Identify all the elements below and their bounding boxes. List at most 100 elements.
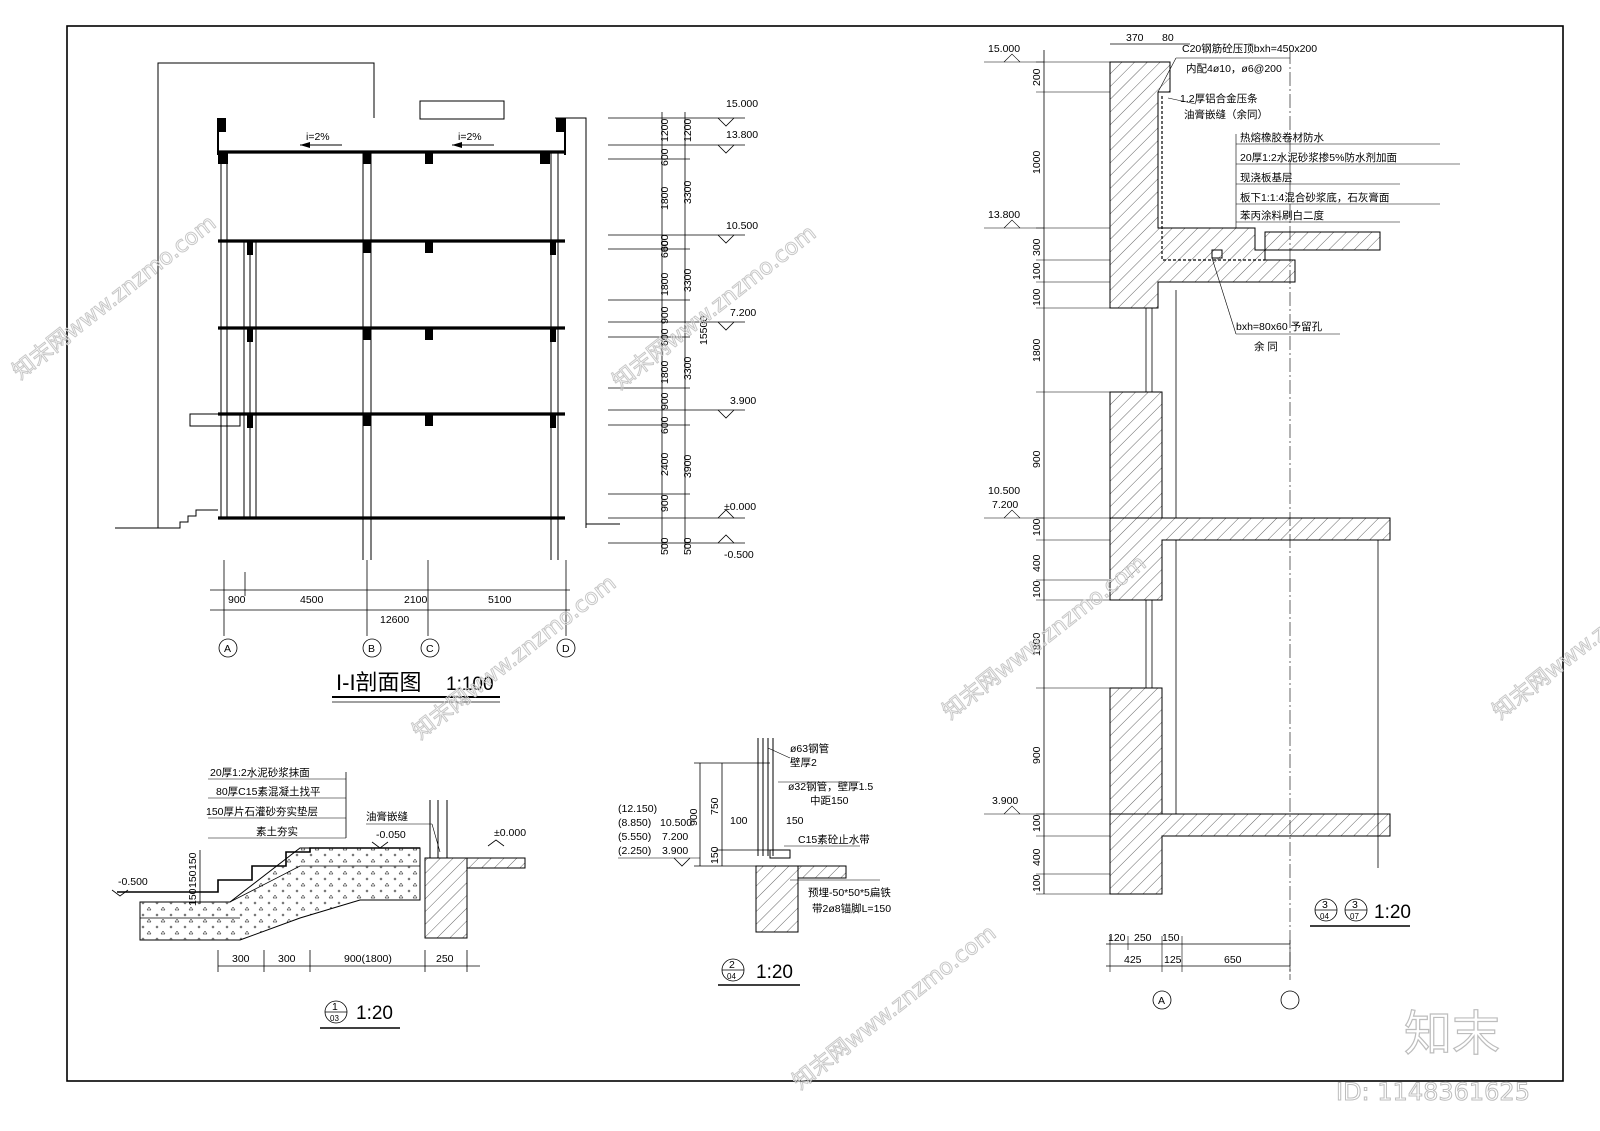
d3-note: 热熔橡胶卷材防水 xyxy=(1240,131,1324,144)
sec-dim-inner: 1200 xyxy=(659,118,671,142)
sec-dim-outer: 3300 xyxy=(682,356,694,380)
sec-dim-total: 15500 xyxy=(698,316,710,345)
d2-elev-right: 3.900 xyxy=(662,845,688,857)
section-slope-right: i=2% xyxy=(458,131,482,143)
d2-elev-right: 10.500 xyxy=(660,817,692,829)
d3-note: 油膏嵌缝（余同） xyxy=(1184,108,1268,121)
sec-dim-inner: 900 xyxy=(659,306,671,324)
d3-note: 1.2厚铝合金压条 xyxy=(1180,92,1258,105)
d2-elev-left: (8.850) xyxy=(618,817,651,829)
d3-vdim: 200 xyxy=(1031,68,1043,86)
d2-note: 预埋-50*50*5扁铁 xyxy=(808,886,891,899)
d1-tag-sheet: 03 xyxy=(330,1014,339,1023)
axis-B: B xyxy=(368,643,375,655)
d3-vdim: 100 xyxy=(1031,580,1043,598)
d3-vdim: 100 xyxy=(1031,874,1043,892)
sec-dim-outer: 1200 xyxy=(682,118,694,142)
d3-vdim: 400 xyxy=(1031,554,1043,572)
d3-note: bxh=80x60 予留孔 xyxy=(1236,320,1323,333)
watermark-site: 知末网www.znzmo.com xyxy=(8,211,221,385)
d2-note: C15素砼止水带 xyxy=(798,833,870,846)
d3-note: 内配4ø10，ø6@200 xyxy=(1186,62,1282,75)
d1-joint: 油膏嵌缝 xyxy=(366,810,408,823)
d2-elev-left: (2.250) xyxy=(618,845,651,857)
d3-note: 苯丙涂料刷白二度 xyxy=(1240,209,1324,222)
d2-elev-left: (12.150) xyxy=(618,803,657,815)
d3-tag-num: 3 xyxy=(1322,899,1328,911)
d2-dim: 900 xyxy=(688,808,700,826)
elev-0000: ±0.000 xyxy=(724,501,756,513)
d2-note: 壁厚2 xyxy=(790,756,817,769)
d1-dim: 300 xyxy=(232,953,250,965)
d3-bdim: 150 xyxy=(1162,932,1180,944)
sec-dim-bottom: 2100 xyxy=(404,594,428,606)
watermark-site: 知末网www.znzmo.com xyxy=(1488,551,1600,725)
d1-layer: 20厚1:2水泥砂浆抹面 xyxy=(210,766,310,779)
d3-bdim: 650 xyxy=(1224,954,1242,966)
sec-dim-inner: 1800 xyxy=(659,360,671,384)
d3-vdim: 400 xyxy=(1031,848,1043,866)
d3-elev: 10.500 xyxy=(988,485,1020,497)
sheet-border xyxy=(66,25,1564,1082)
d3-note: 板下1:1:4混合砂浆底，石灰膏面 xyxy=(1240,191,1389,204)
d3-note: C20钢筋砼压顶bxh=450x200 xyxy=(1182,42,1317,55)
d3-note: 现浇板基层 xyxy=(1240,171,1293,184)
d3-vdim: 100 xyxy=(1031,262,1043,280)
d1-scale: 1:20 xyxy=(356,1003,393,1024)
d3-elev: 3.900 xyxy=(992,795,1018,807)
section-drawing: i=2% i=2% xyxy=(115,62,758,703)
detail1-drawing: 20厚1:2水泥砂浆抹面 80厚C15素混凝土找平 150厚片石灌砂夯实垫层 素… xyxy=(111,766,526,1029)
sec-dim-bottom: 900 xyxy=(228,594,246,606)
elev-13800: 13.800 xyxy=(726,129,758,141)
d2-dim: 100 xyxy=(730,815,748,827)
watermark-site: 知末网www.znzmo.com xyxy=(788,921,1001,1095)
d1-step: 150 xyxy=(187,852,199,870)
elev-3900: 3.900 xyxy=(730,395,756,407)
d3-elev: 13.800 xyxy=(988,209,1020,221)
sec-dim-inner: 1800 xyxy=(659,272,671,296)
d3-top-dim: 80 xyxy=(1162,32,1174,44)
section-scale: 1:100 xyxy=(446,674,494,695)
sec-dim-inner: 600 xyxy=(659,328,671,346)
d3-vdim: 900 xyxy=(1031,450,1043,468)
sec-dim-inner: 1800 xyxy=(659,186,671,210)
d1-step: 150 xyxy=(187,888,199,906)
sec-dim-bottom-total: 12600 xyxy=(380,614,409,626)
sec-dim-inner: 600 xyxy=(659,234,671,252)
d2-elev-left: (5.550) xyxy=(618,831,651,843)
d3-vdim: 100 xyxy=(1031,288,1043,306)
d3-bdim: 120 xyxy=(1108,932,1126,944)
d3-elev: 7.200 xyxy=(992,499,1018,511)
d3-tag-sheet: 04 xyxy=(1320,912,1329,921)
d2-note: 中距150 xyxy=(810,794,849,807)
d3-vdim: 300 xyxy=(1031,238,1043,256)
d3-vdim: 900 xyxy=(1031,746,1043,764)
d3-bdim: 425 xyxy=(1124,954,1142,966)
axis-D: D xyxy=(562,643,570,655)
detail3-drawing: 370 80 C20钢筋砼压顶bxh=450x200 内配4ø10，ø6@200… xyxy=(984,32,1460,1010)
sec-dim-bottom: 5100 xyxy=(488,594,512,606)
d1-dim: 300 xyxy=(278,953,296,965)
sec-dim-outer: 500 xyxy=(682,537,694,555)
detail2-drawing: 900 750 150 100 150 (12.150) (8.850) (5.… xyxy=(618,738,891,986)
watermark-site: 知末网www.znzmo.com xyxy=(608,221,821,395)
d3-vdim: 100 xyxy=(1031,814,1043,832)
d2-tag-num: 2 xyxy=(729,959,735,971)
watermark: 知末网www.znzmo.com 知末网www.znzmo.com 知末网www… xyxy=(8,210,1600,1106)
section-title: I-I剖面图 xyxy=(336,670,422,695)
d2-note: ø32钢管，壁厚1.5 xyxy=(788,780,873,793)
d2-note: 带2ø8锚脚L=150 xyxy=(812,902,891,915)
sec-dim-outer: 3300 xyxy=(682,180,694,204)
d1-elev-c: -0.500 xyxy=(118,876,148,888)
watermark-site: 知末网www.znzmo.com xyxy=(408,571,621,745)
elev-15000: 15.000 xyxy=(726,98,758,110)
d3-bdim: 125 xyxy=(1164,954,1182,966)
d3-note: 20厚1:2水泥砂浆掺5%防水剂加面 xyxy=(1240,151,1397,164)
d3-scale: 1:20 xyxy=(1374,902,1411,923)
sec-dim-inner: 600 xyxy=(659,240,671,258)
sec-dim-inner: 500 xyxy=(659,537,671,555)
d2-note: ø63钢管 xyxy=(790,742,829,755)
d3-elev: 15.000 xyxy=(988,43,1020,55)
sec-dim-bottom: 4500 xyxy=(300,594,324,606)
